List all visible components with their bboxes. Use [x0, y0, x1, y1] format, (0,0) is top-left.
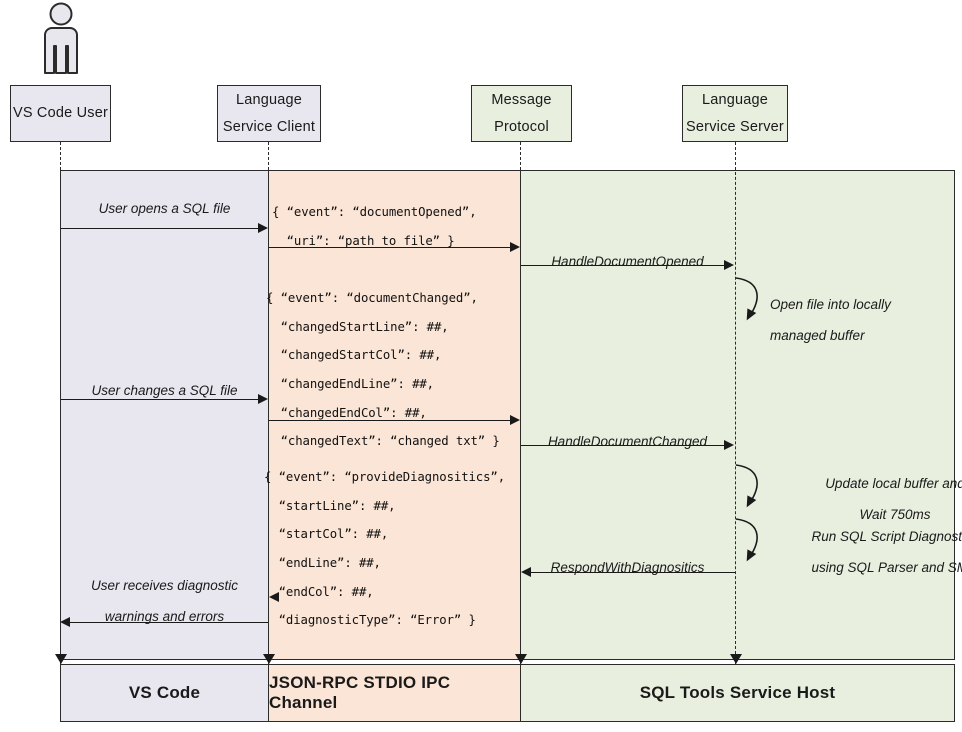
- actor-label-line2: Service Server: [686, 118, 784, 135]
- band-service-host: [520, 170, 955, 660]
- json-line: “changedStartLine”: ##,: [266, 319, 449, 334]
- arrow-receives-diagnostics: [70, 622, 268, 623]
- arrow-client-to-protocol-opened: [269, 247, 511, 248]
- user-person-icon: [44, 2, 78, 74]
- json-line: “startCol”: ##,: [264, 527, 389, 542]
- message-line1: User receives diagnostic: [90, 578, 239, 593]
- arrow-client-to-protocol-changed: [269, 420, 511, 421]
- legend-label: VS Code: [128, 683, 201, 702]
- arrow-handle-document-changed: [521, 445, 725, 446]
- legend-cell-ipc-channel[interactable]: JSON-RPC STDIO IPC Channel: [268, 664, 521, 722]
- activity-line2: using SQL Parser and SMO: [811, 560, 962, 576]
- actor-label-line1: Language: [235, 91, 303, 108]
- json-message-document-opened: { “event”: “documentOpened”, “uri”: “pat…: [272, 198, 477, 255]
- message-label-handle-document-changed: HandleDocumentChanged: [547, 434, 708, 449]
- json-line: { “event”: “provideDiagnositics”,: [264, 470, 506, 484]
- self-loop-update-buffer-wait: [735, 464, 758, 508]
- actor-label-line1: Message: [491, 91, 552, 108]
- json-line: “endLine”: ##,: [264, 555, 381, 570]
- json-message-provide-diagnostics: { “event”: “provideDiagnositics”, “start…: [264, 463, 505, 635]
- json-line: “startLine”: ##,: [264, 498, 396, 513]
- arrow-handle-document-opened: [521, 265, 725, 266]
- arrow-head-client-to-protocol-changed: [510, 415, 520, 425]
- json-line: “changedEndCol”: ##,: [266, 405, 427, 420]
- arrow-respond-with-diagnostics: [531, 572, 735, 573]
- arrow-head-respond-with-diagnostics: [521, 567, 531, 577]
- json-message-document-changed: { “event”: “documentChanged”, “changedSt…: [266, 284, 500, 456]
- json-line: { “event”: “documentChanged”,: [266, 291, 478, 305]
- legend-cell-service-host[interactable]: SQL Tools Service Host: [520, 664, 955, 722]
- actor-box-message-protocol[interactable]: Message Protocol: [471, 85, 572, 142]
- json-line: “endCol”: ##,: [264, 584, 374, 599]
- actor-label-line2: Service Client: [222, 118, 316, 135]
- band-ipc-channel: [268, 170, 521, 660]
- message-label-changes-sql-file: User changes a SQL file: [91, 383, 238, 398]
- activity-label-run-diagnostics: Run SQL Script Diagnostics using SQL Par…: [770, 521, 962, 583]
- actor-box-language-client[interactable]: Language Service Client: [217, 85, 321, 142]
- message-label-handle-document-opened: HandleDocumentOpened: [551, 254, 704, 269]
- actor-label-line1: Language: [701, 91, 769, 108]
- lifeline-end-arrow-language-server: [730, 654, 742, 664]
- lifeline-language-server: [735, 142, 736, 669]
- actor-label-line1: VS Code User: [12, 105, 109, 122]
- arrow-head-handle-document-opened: [724, 260, 734, 270]
- legend-cell-vscode[interactable]: VS Code: [60, 664, 269, 722]
- activity-line1: Run SQL Script Diagnostics: [811, 529, 962, 544]
- json-line: “uri”: “path_to_file” }: [272, 233, 455, 248]
- legend-label: JSON-RPC STDIO IPC Channel: [269, 673, 451, 712]
- json-line: “changedText”: “changed txt” }: [266, 434, 500, 449]
- lifeline-language-client: [268, 142, 269, 669]
- lifeline-vscode-user: [60, 142, 61, 669]
- arrow-opens-sql-file: [61, 228, 259, 229]
- arrow-head-opens-sql-file: [258, 223, 268, 233]
- json-line: “changedStartCol”: ##,: [266, 348, 442, 363]
- arrow-head-changes-sql-file: [258, 394, 268, 404]
- activity-label-open-file-buffer: Open file into locally managed buffer: [770, 289, 962, 351]
- arrow-changes-sql-file: [61, 399, 259, 400]
- actor-box-vscode-user[interactable]: VS Code User: [10, 85, 111, 142]
- lifeline-message-protocol: [520, 142, 521, 669]
- actor-box-language-server[interactable]: Language Service Server: [682, 85, 788, 142]
- activity-line2: Wait 750ms: [859, 507, 931, 523]
- lifeline-end-arrow-vscode-user: [55, 654, 67, 664]
- activity-line1: Open file into locally: [770, 297, 891, 312]
- activity-line2: managed buffer: [770, 328, 865, 344]
- arrow-head-handle-document-changed: [724, 440, 734, 450]
- self-loop-open-file-buffer: [735, 277, 758, 321]
- message-line2: warnings and errors: [104, 609, 225, 625]
- json-line: “changedEndLine”: ##,: [266, 376, 434, 391]
- message-label-respond-with-diagnostics: RespondWithDiagnositics: [550, 560, 705, 575]
- self-loop-run-diagnostics: [735, 518, 758, 562]
- arrow-head-client-to-protocol-opened: [510, 242, 520, 252]
- lifeline-end-arrow-language-client: [263, 654, 275, 664]
- actor-label-line2: Protocol: [494, 118, 549, 135]
- json-line: { “event”: “documentOpened”,: [272, 205, 477, 219]
- band-vscode: [60, 170, 269, 660]
- lifeline-end-arrow-message-protocol: [515, 654, 527, 664]
- arrow-head-client-receives-diagnostics: [269, 592, 279, 602]
- json-line: “diagnosticType”: “Error” }: [264, 613, 476, 628]
- activity-label-update-buffer-wait: Update local buffer and Wait 750ms: [770, 468, 962, 530]
- arrow-head-receives-diagnostics: [60, 617, 70, 627]
- message-label-opens-sql-file: User opens a SQL file: [98, 201, 231, 216]
- legend-label: SQL Tools Service Host: [639, 683, 836, 702]
- activity-line1: Update local buffer and: [825, 476, 962, 491]
- message-label-receives-diagnostics: User receives diagnostic warnings and er…: [60, 570, 269, 632]
